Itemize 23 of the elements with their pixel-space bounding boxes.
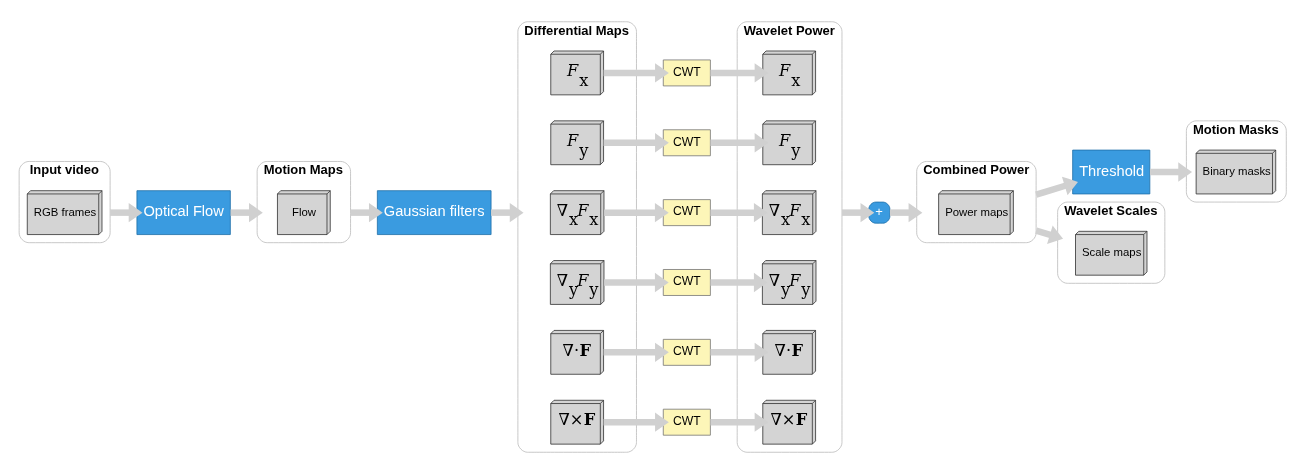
node-box: Gaussian filters [376, 190, 492, 235]
arrow [603, 133, 669, 153]
node-box: CWT [662, 338, 711, 366]
arrow [842, 202, 875, 223]
arrow [1150, 162, 1193, 182]
node-box: CWT [662, 129, 711, 157]
arrow [230, 202, 263, 223]
node-box: CWT [662, 199, 711, 227]
node-box: CWT [662, 269, 711, 296]
arrow [110, 203, 143, 223]
arrow [1035, 176, 1078, 198]
arrow [603, 412, 669, 432]
node-box: Threshold [1072, 149, 1151, 195]
arrow [350, 203, 383, 223]
node-box: CWT [662, 408, 711, 436]
arrow [604, 202, 669, 223]
arrow [604, 272, 669, 293]
node-box: Optical Flow [136, 190, 231, 235]
arrow [889, 203, 923, 223]
arrow [603, 63, 669, 83]
arrow [491, 202, 524, 223]
arrow [603, 342, 669, 362]
node-box: CWT [662, 59, 711, 87]
